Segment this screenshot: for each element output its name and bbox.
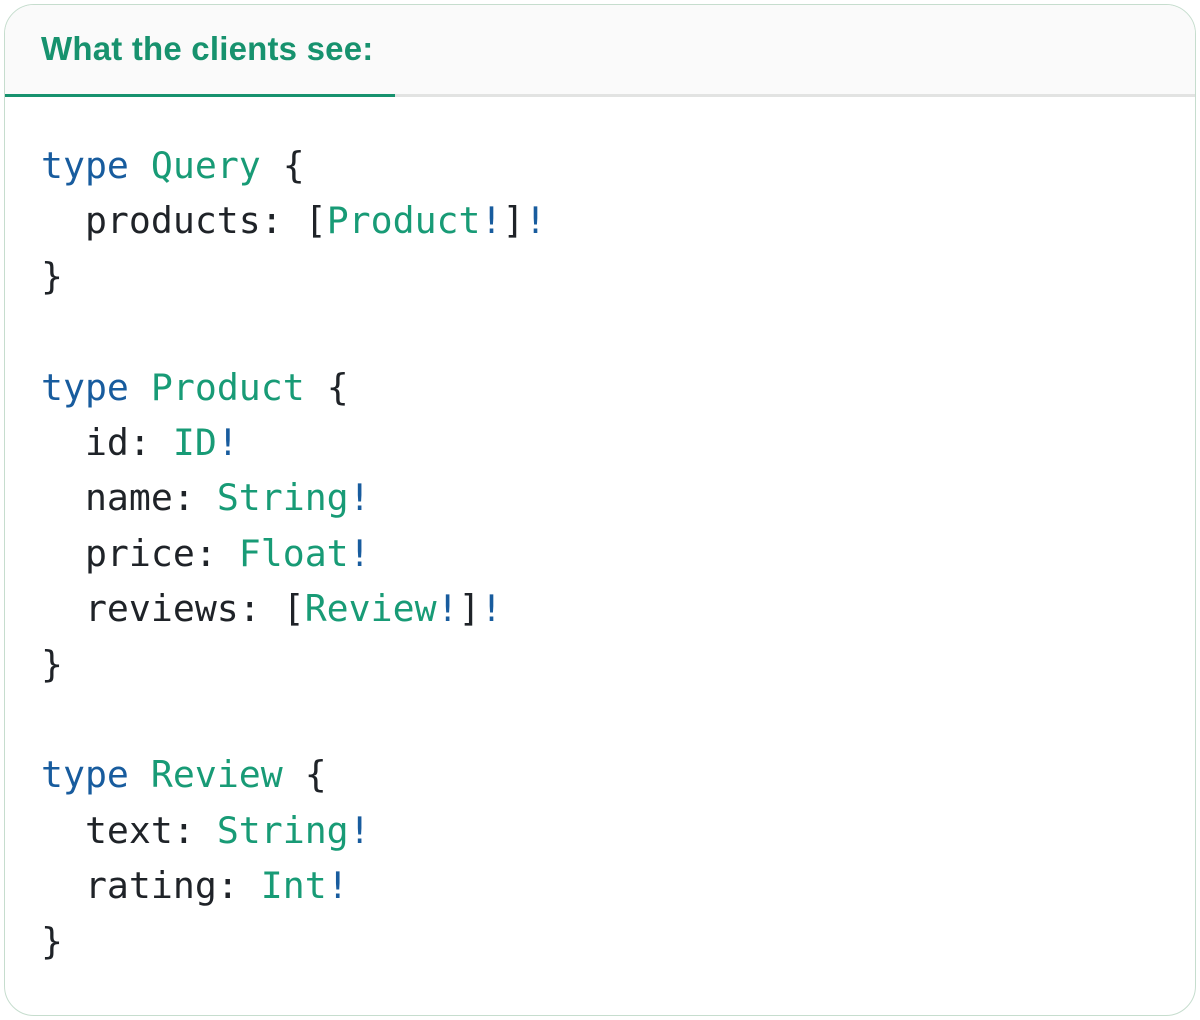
tab-what-clients-see[interactable]: What the clients see: — [41, 30, 374, 67]
code-token-plain: id: — [41, 421, 173, 465]
code-line: id: ID! — [41, 415, 1165, 470]
code-token-type: Product — [150, 365, 305, 409]
code-line: } — [41, 914, 1165, 969]
code-line: type Review { — [41, 747, 1165, 802]
code-token-plain: name: — [41, 476, 217, 520]
code-token-plain: ] — [502, 199, 525, 243]
code-token-bang: ! — [436, 587, 459, 631]
code-line: type Product { — [41, 360, 1165, 415]
code-token-plain: } — [41, 254, 63, 298]
code-line: rating: Int! — [41, 858, 1165, 913]
code-line: products: [Product!]! — [41, 193, 1165, 248]
code-line: } — [41, 637, 1165, 692]
code-token-bang: ! — [326, 864, 349, 908]
code-token-keyword: type — [41, 753, 129, 797]
code-token-plain: price: — [41, 531, 239, 575]
code-token-bang: ! — [480, 199, 503, 243]
code-token-plain — [129, 753, 151, 796]
code-token-type: Review — [304, 587, 437, 631]
active-tab-indicator — [5, 94, 395, 97]
code-token-type: Int — [260, 864, 327, 908]
code-token-plain: { — [282, 753, 327, 797]
code-token-keyword: type — [41, 365, 129, 409]
code-token-plain: ] — [458, 587, 481, 631]
code-token-bang: ! — [480, 587, 503, 631]
code-token-plain: } — [41, 919, 63, 963]
code-token-bang: ! — [348, 476, 371, 520]
code-token-type: ID — [172, 421, 217, 465]
code-token-plain: { — [304, 365, 349, 409]
code-token-type: Product — [326, 199, 481, 243]
code-token-type: String — [216, 476, 349, 520]
code-token-plain: } — [41, 642, 63, 686]
panel-header: What the clients see: — [5, 5, 1195, 97]
code-token-plain: { — [260, 144, 305, 187]
code-line: name: String! — [41, 470, 1165, 525]
code-token-bang: ! — [348, 808, 371, 852]
code-token-bang: ! — [216, 421, 239, 465]
code-token-type: Float — [238, 531, 349, 575]
code-token-type: Query — [150, 144, 261, 187]
code-token-keyword: type — [41, 144, 129, 187]
code-line: text: String! — [41, 803, 1165, 858]
code-token-type: String — [216, 808, 349, 852]
code-block: type Query { products: [Product!]!}type … — [5, 97, 1195, 969]
code-token-plain: reviews: [ — [41, 587, 305, 631]
schema-panel: What the clients see: type Query { produ… — [4, 4, 1196, 1016]
code-token-plain: text: — [41, 808, 217, 852]
code-token-plain: products: [ — [41, 199, 327, 243]
code-token-bang: ! — [524, 199, 547, 243]
code-token-bang: ! — [348, 531, 371, 575]
code-token-plain — [129, 144, 151, 187]
code-token-plain — [129, 366, 151, 409]
code-token-plain: rating: — [41, 864, 261, 908]
code-line: type Query { — [41, 138, 1165, 193]
code-line — [41, 692, 1165, 747]
code-line: price: Float! — [41, 526, 1165, 581]
code-line — [41, 304, 1165, 359]
code-line: } — [41, 249, 1165, 304]
code-line: reviews: [Review!]! — [41, 581, 1165, 636]
code-token-type: Review — [150, 753, 283, 797]
